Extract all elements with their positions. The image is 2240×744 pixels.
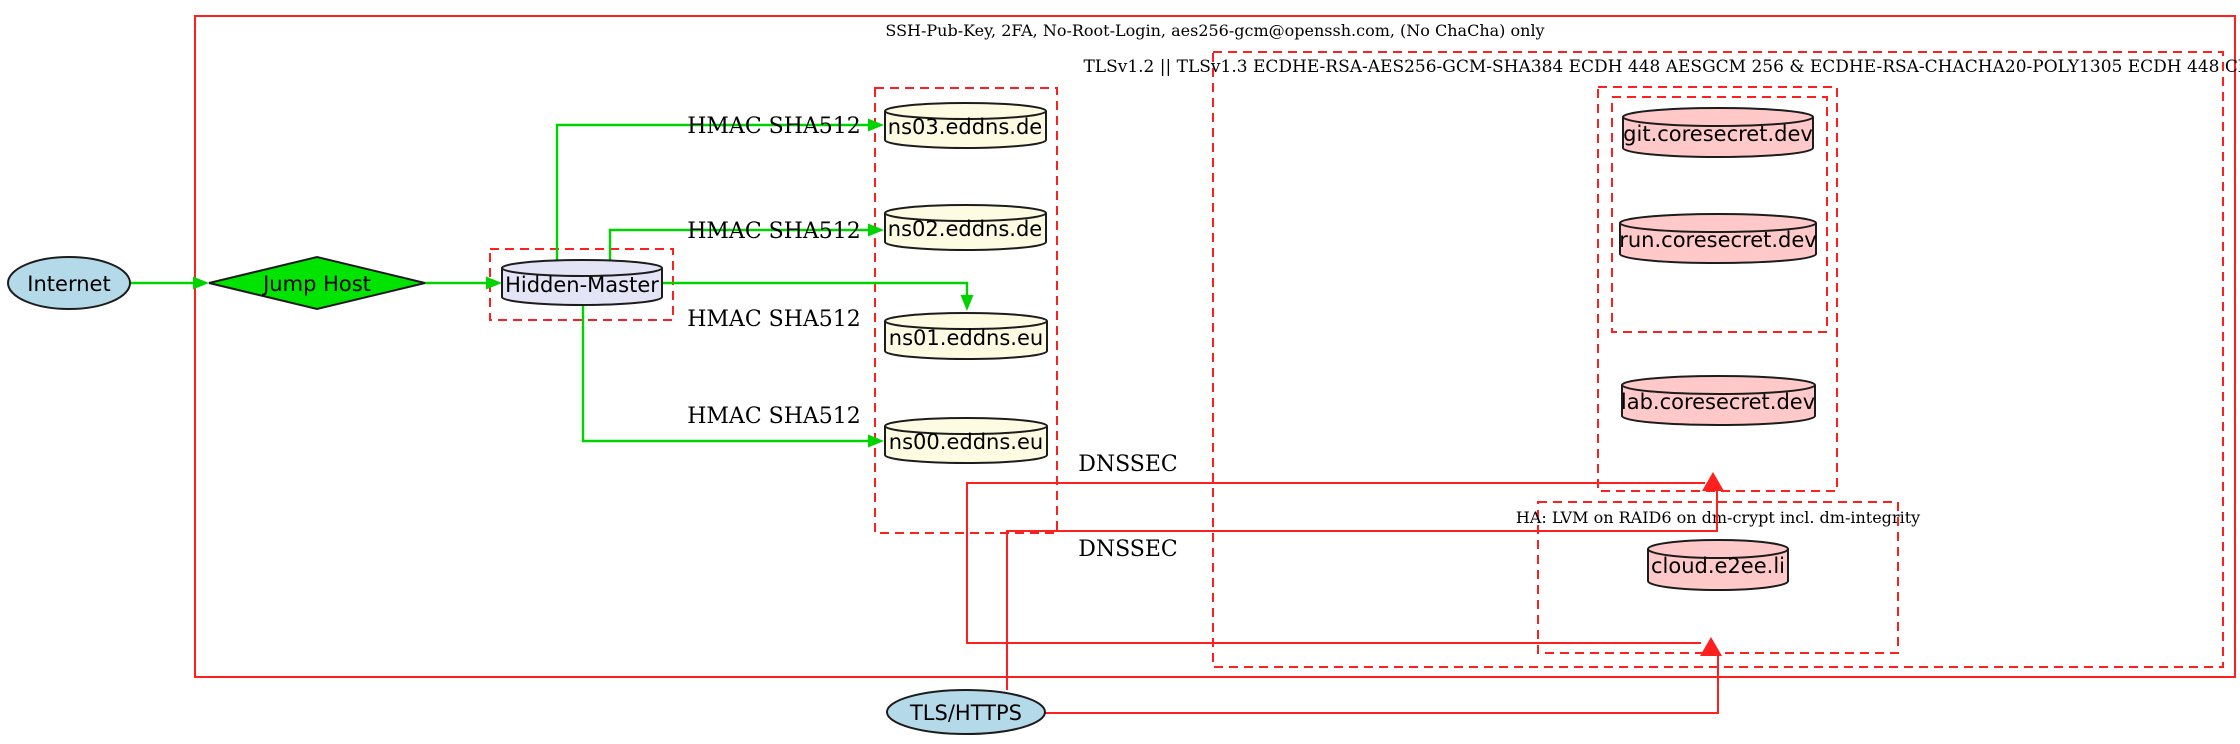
- edge-hiddenmaster-ns02: [608, 228, 869, 261]
- node-git: [1622, 107, 1814, 158]
- edge-tlshttps-coresecret: [1006, 491, 1718, 690]
- node-hidden-master: [501, 259, 663, 306]
- node-internet: [7, 256, 131, 310]
- node-lab-lid: [1621, 384, 1816, 395]
- edge-label-dnssec-2: DNSSEC: [1078, 537, 1178, 562]
- edge-hiddenmaster-ns00: [581, 304, 869, 443]
- arrowhead-hiddenmaster-ns01: [960, 295, 974, 311]
- node-cloud-lid: [1647, 548, 1789, 559]
- node-ns01-lid: [884, 320, 1048, 330]
- arrowhead-into-ha: [1700, 637, 1722, 656]
- node-lab-label: lab.coresecret.dev: [1621, 390, 1815, 414]
- node-ns03-label: ns03.eddns.de: [888, 115, 1042, 139]
- node-ns00: [884, 417, 1048, 464]
- edge-hiddenmaster-ns01: [662, 281, 969, 296]
- node-ns02: [884, 204, 1047, 251]
- cluster-nameservers-border: [874, 87, 1058, 534]
- node-ns02-label: ns02.eddns.de: [888, 217, 1042, 241]
- arrowhead-into-coresecret: [1702, 472, 1724, 491]
- cluster-tls-label: TLSv1.2 || TLSv1.3 ECDHE-RSA-AES256-GCM-…: [1083, 57, 2240, 77]
- node-lab: [1621, 375, 1816, 426]
- node-jump-host: [208, 255, 426, 311]
- node-ns00-label: ns00.eddns.eu: [889, 430, 1043, 454]
- node-run-label: run.coresecret.dev: [1619, 228, 1817, 252]
- edge-label-hmac-ns00: HMAC SHA512: [687, 404, 861, 429]
- arrowhead-hiddenmaster-ns00: [868, 434, 884, 448]
- cluster-coresecret-outer-border: [1597, 86, 1838, 492]
- node-hidden-master-label: Hidden-Master: [505, 273, 659, 297]
- node-run-lid: [1619, 222, 1817, 233]
- arrowhead-hiddenmaster-ns02: [868, 223, 884, 237]
- node-ns03: [884, 102, 1047, 149]
- arrowhead-jumphost-hiddenmaster: [486, 276, 502, 290]
- node-ns03-lid: [884, 110, 1047, 120]
- cluster-ssh-label: SSH-Pub-Key, 2FA, No-Root-Login, aes256-…: [885, 21, 1544, 40]
- edge-label-hmac-ns03: HMAC SHA512: [687, 114, 861, 139]
- cluster-ssh-border: [194, 15, 2236, 678]
- arrowhead-internet-jumphost: [193, 276, 209, 290]
- node-ns00-lid: [884, 425, 1048, 435]
- node-run: [1619, 213, 1817, 264]
- node-tls-https: [886, 689, 1046, 735]
- arrowhead-hiddenmaster-ns03: [868, 118, 884, 132]
- edge-dnssec-ha: [966, 533, 1701, 644]
- node-git-label: git.coresecret.dev: [1623, 122, 1813, 146]
- node-jump-host-label: Jump Host: [261, 272, 371, 296]
- cluster-coresecret-inner-border: [1611, 96, 1828, 333]
- node-ns02-lid: [884, 212, 1047, 222]
- edge-label-dnssec-1: DNSSEC: [1078, 452, 1178, 477]
- node-ns01-label: ns01.eddns.eu: [889, 326, 1043, 350]
- edge-label-hmac-ns01: HMAC SHA512: [687, 307, 861, 332]
- node-tls-https-label: TLS/HTTPS: [909, 701, 1022, 725]
- edge-dnssec-coresecret: [966, 482, 1705, 533]
- node-cloud-label: cloud.e2ee.li: [1651, 554, 1785, 578]
- node-ns01: [884, 312, 1048, 360]
- node-cloud: [1647, 539, 1789, 591]
- edge-tlshttps-ha: [1045, 656, 1719, 714]
- edge-hiddenmaster-ns03: [555, 123, 869, 261]
- node-git-lid: [1622, 116, 1814, 127]
- node-internet-label: Internet: [27, 272, 110, 296]
- node-hidden-master-lid: [501, 267, 663, 277]
- edge-label-hmac-ns02: HMAC SHA512: [687, 219, 861, 244]
